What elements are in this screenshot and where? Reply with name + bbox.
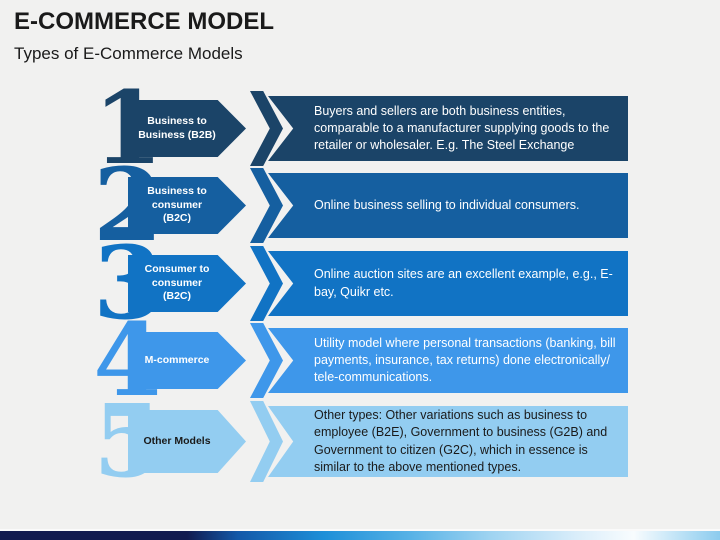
row-label: Business to consumer (B2C) <box>147 185 207 225</box>
model-row-other: 5 Other Models Other types: Other variat… <box>90 391 628 491</box>
row-description-box: Other types: Other variations such as bu… <box>268 406 628 477</box>
row-label: Business to Business (B2B) <box>138 114 216 141</box>
row-description: Other types: Other variations such as bu… <box>314 408 608 474</box>
row-label-arrow: Other Models <box>128 410 246 473</box>
row-description: Utility model where personal transaction… <box>314 335 616 385</box>
page-subtitle: Types of E-Commerce Models <box>14 44 243 63</box>
page-title: E-COMMERCE MODEL <box>14 8 274 35</box>
row-label-arrow: Consumer to consumer (B2C) <box>128 255 246 312</box>
row-description-box: Online business selling to individual co… <box>268 173 628 238</box>
footer-gradient-bar <box>0 529 720 540</box>
row-description: Buyers and sellers are both business ent… <box>314 103 610 153</box>
row-label: M-commerce <box>144 353 210 366</box>
model-row-c2c: 3 Consumer to consumer (B2C) Online auct… <box>90 233 628 333</box>
row-label-arrow: Business to Business (B2B) <box>128 100 246 157</box>
slide-header: E-COMMERCE MODEL Types of E-Commerce Mod… <box>14 8 274 64</box>
model-row-b2b: 1 Business to Business (B2B) Buyers and … <box>90 78 628 178</box>
model-row-mcommerce: 4 M-commerce Utility model where persona… <box>90 310 628 410</box>
row-description-box: Buyers and sellers are both business ent… <box>268 96 628 161</box>
row-description: Online business selling to individual co… <box>314 197 580 212</box>
row-description-box: Utility model where personal transaction… <box>268 328 628 393</box>
row-label: Other Models <box>143 434 211 447</box>
row-description: Online auction sites are an excellent ex… <box>314 267 613 299</box>
row-label: Consumer to consumer (B2C) <box>144 263 210 303</box>
row-description-box: Online auction sites are an excellent ex… <box>268 251 628 316</box>
row-label-arrow: M-commerce <box>128 332 246 389</box>
row-label-arrow: Business to consumer (B2C) <box>128 177 246 234</box>
model-row-b2c: 2 Business to consumer (B2C) Online busi… <box>90 155 628 255</box>
